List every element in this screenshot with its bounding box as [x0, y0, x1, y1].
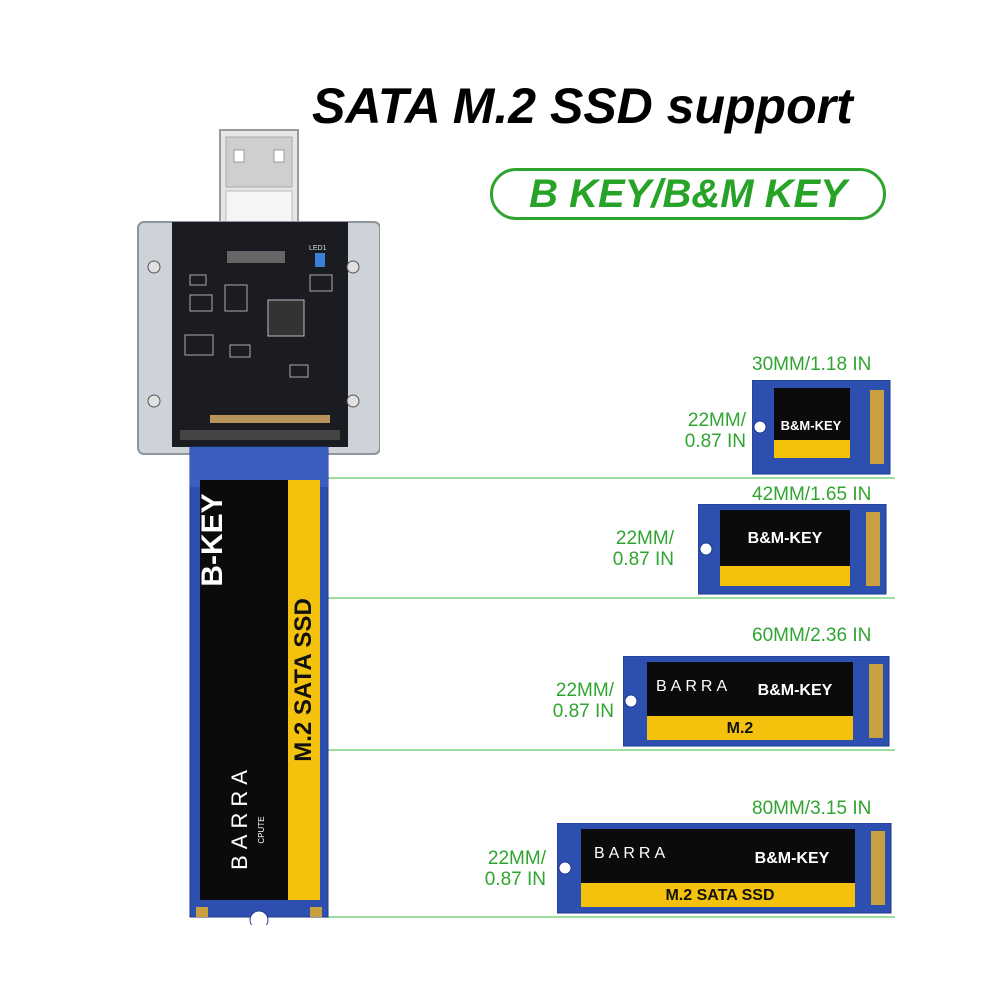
screw-icon: [147, 260, 161, 274]
usb-plug: [219, 129, 299, 236]
length-label-80mm: 80MM/3.15 IN: [752, 798, 872, 819]
controller-chip: [267, 299, 305, 337]
ssd-80mm: [557, 823, 892, 914]
length-label-60mm: 60MM/2.36 IN: [752, 625, 872, 646]
transparent-shell: LED1: [137, 221, 380, 455]
key-type-badge: B KEY/B&M KEY: [490, 168, 886, 220]
main-ssd-brand: BARRA: [227, 764, 252, 870]
width-label-80mm: 22MM/0.87 IN: [484, 848, 546, 890]
led-label: LED1: [309, 245, 327, 252]
width-label-42mm: 22MM/0.87 IN: [612, 528, 674, 570]
ssd-60mm-brand: BARRA: [656, 678, 732, 695]
ssd-60mm-key-label: B&M-KEY: [757, 682, 833, 699]
ssd-30mm: [752, 380, 891, 475]
main-ssd-key-label: B-KEY: [196, 493, 229, 587]
ssd-42mm-key-label: B&M-KEY: [747, 530, 823, 547]
screw-icon: [346, 260, 360, 274]
width-label-60mm: 22MM/0.87 IN: [552, 680, 614, 722]
screw-icon: [147, 394, 161, 408]
ssd-30mm-key-label: B&M-KEY: [780, 418, 842, 433]
main-ssd-type-label: M.2 SATA SSD: [290, 598, 317, 762]
ssd-80mm-brand: BARRA: [594, 845, 670, 862]
ssd-60mm: [623, 656, 890, 747]
ssd-42mm: [698, 504, 887, 595]
ssd-80mm-key-label: B&M-KEY: [754, 850, 830, 867]
ssd-80mm-type-label: M.2 SATA SSD: [665, 887, 775, 904]
screw-icon: [346, 394, 360, 408]
main-ssd-brand-sub: CPUTE: [257, 816, 266, 844]
main-ssd: [189, 446, 329, 925]
page-title: SATA M.2 SSD support: [312, 78, 853, 134]
length-label-42mm: 42MM/1.65 IN: [752, 484, 872, 505]
width-label-30mm: 22MM/0.87 IN: [684, 410, 746, 452]
ssd-60mm-type-label: M.2: [726, 720, 754, 737]
usb-enclosure: LED1: [137, 129, 380, 925]
key-type-badge-label: B KEY/B&M KEY: [529, 172, 847, 216]
length-label-30mm: 30MM/1.18 IN: [752, 354, 872, 375]
